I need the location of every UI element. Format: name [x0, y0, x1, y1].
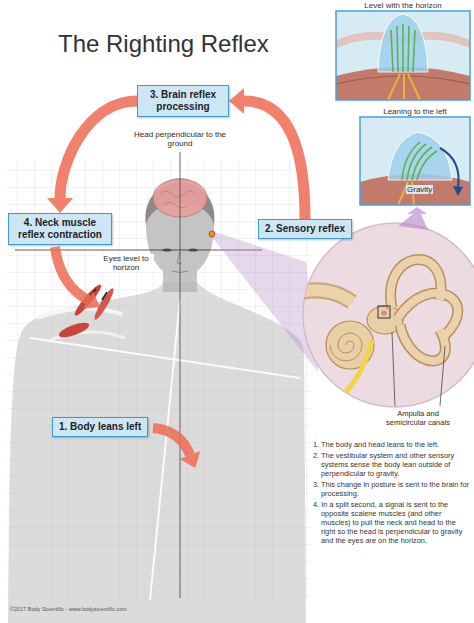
inset-leaning-part-part — [440, 148, 459, 188]
body-figure — [8, 178, 306, 623]
inner-ear-part-part — [300, 290, 352, 302]
inner-ear-part-part — [340, 340, 372, 398]
inner-ear-part — [303, 223, 474, 407]
inset-leaning-part-part — [453, 186, 463, 196]
flow-arrows-part — [83, 291, 100, 308]
inset-level-part — [336, 11, 470, 100]
notes-list: 1. The body and head leans to the left. 2… — [313, 440, 470, 547]
body-figure-part — [8, 282, 306, 623]
inset-level-part-part — [388, 74, 420, 100]
step-box: 2. Sensory reflex — [258, 219, 352, 239]
step-box: 1. Body leans left — [52, 417, 148, 437]
inset-panel: Level with the horizon — [336, 0, 470, 100]
inset-leaning-part — [360, 117, 470, 205]
inset-leaning-part-part — [402, 142, 437, 180]
step-box: 4. Neck muscle reflex contraction — [8, 213, 112, 245]
reference-lines-part — [180, 152, 181, 598]
note-item: 2. The vestibular system and other senso… — [313, 451, 470, 478]
inset-level-part — [336, 14, 470, 100]
label-wrap: Gravity — [406, 185, 433, 194]
step-label: 4. Neck muscle reflex contraction — [15, 217, 105, 241]
inset-heading: Level with the horizon — [336, 0, 470, 11]
inner-ear-part — [300, 259, 458, 398]
inner-ear-part-part — [378, 306, 390, 318]
label-wrap: ©2017 Body Scientific - www.bodyscientif… — [10, 606, 127, 613]
part-label: Ampulla and semicircular canals — [376, 410, 460, 427]
inset-leaning-part — [360, 132, 470, 205]
inset-leaning-part-part — [388, 132, 452, 180]
flow-arrow — [229, 88, 305, 219]
flow-arrows-part — [55, 247, 88, 300]
inset-heading: Leaning to the left — [360, 106, 470, 117]
flow-arrows-part — [153, 428, 190, 455]
label-wrap: Head perpendicular to the ground — [125, 130, 235, 148]
body-figure-part — [150, 300, 180, 600]
inset-leaning — [360, 117, 470, 205]
reference-lines — [15, 152, 262, 598]
note-item: 3. This change in posture is sent to the… — [313, 480, 470, 498]
inset-level-part-part — [391, 24, 415, 72]
force-label: Gravity — [406, 185, 433, 194]
label-wrap: Eyes level to horizon — [98, 254, 154, 272]
step-label: 2. Sensory reflex — [265, 223, 345, 235]
step-label: 1. Body leans left — [59, 421, 141, 433]
flow-arrow-part — [47, 198, 73, 213]
body-figure-part — [160, 191, 196, 208]
neck-muscles-part — [57, 320, 90, 340]
inner-ear-part-part — [300, 290, 352, 302]
annotation: Eyes level to horizon — [98, 254, 154, 272]
label-wrap: Ampulla and semicircular canals — [376, 410, 460, 427]
inset-leaning-part — [360, 117, 470, 205]
diagram-title: The Righting Reflex — [58, 30, 269, 58]
title-wrap: The Righting Reflex — [58, 30, 269, 58]
note-item: 1. The body and head leans to the left. — [313, 440, 470, 449]
sensory-beam — [209, 231, 318, 372]
inner-ear-part — [392, 332, 445, 406]
sensory-beam-part — [212, 231, 318, 372]
copyright-note: ©2017 Body Scientific - www.bodyscientif… — [10, 606, 127, 613]
annotation: Head perpendicular to the ground — [125, 130, 235, 148]
inner-ear-part-part — [391, 259, 458, 360]
inner-ear-part-part — [391, 259, 458, 360]
inner-ear-part-part — [381, 311, 387, 316]
note-item: 4. In a split second, a signal is sent t… — [313, 500, 470, 545]
body-figure-part — [30, 338, 300, 378]
flow-arrow — [47, 101, 137, 213]
inset-level-part — [336, 11, 470, 100]
step-box: 3. Brain reflex processing — [137, 85, 229, 117]
flow-arrows-part — [180, 451, 200, 468]
inner-ear-part — [398, 207, 428, 230]
inset-level-part-part — [378, 14, 428, 72]
flow-arrow-part — [229, 88, 244, 114]
sensory-beam-part — [209, 231, 215, 237]
inner-ear-part-part — [330, 333, 362, 361]
flow-arrow-part — [60, 101, 137, 198]
step-label: 3. Brain reflex processing — [144, 89, 222, 113]
flow-arrow-part — [244, 101, 305, 219]
inset-level — [336, 11, 470, 100]
